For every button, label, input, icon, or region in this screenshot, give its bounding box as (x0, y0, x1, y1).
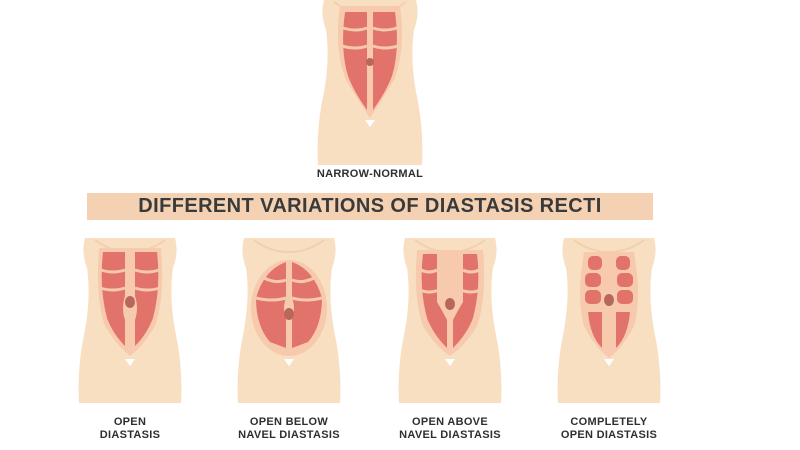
caption-open-diastasis: OPEN DIASTASIS (99, 416, 161, 441)
navel (445, 298, 455, 310)
torso-narrow-normal (310, 0, 430, 165)
navel (284, 308, 294, 320)
navel (604, 294, 614, 306)
caption-narrow-normal: NARROW-NORMAL (316, 168, 424, 180)
caption-completely-open: COMPLETELY OPEN DIASTASIS (560, 416, 658, 441)
torso-open-above-navel (395, 238, 505, 403)
caption-open-below-navel: OPEN BELOW NAVEL DIASTASIS (238, 416, 340, 441)
torso-open-below-navel (234, 238, 344, 403)
page-title: DIFFERENT VARIATIONS OF DIASTASIS RECTI (138, 195, 602, 217)
navel (125, 296, 135, 308)
title-banner: DIFFERENT VARIATIONS OF DIASTASIS RECTI (87, 193, 653, 220)
torso-open-diastasis (75, 238, 185, 403)
torso-completely-open (554, 238, 664, 403)
navel (366, 58, 374, 66)
caption-open-above-navel: OPEN ABOVE NAVEL DIASTASIS (399, 416, 501, 441)
